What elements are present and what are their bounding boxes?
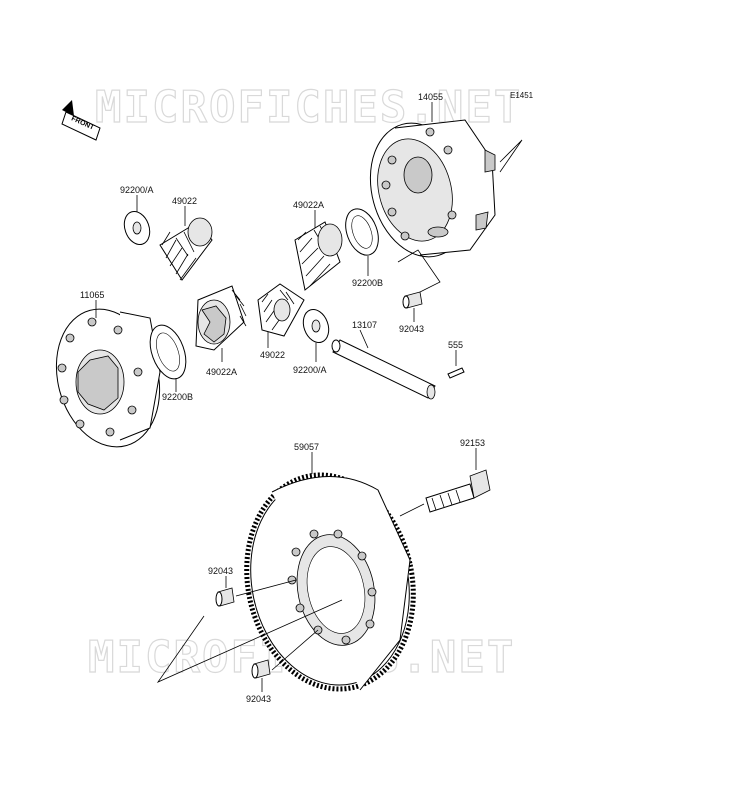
dowel-pin-bottom[interactable] [251,659,271,679]
dowel-pin-top[interactable] [402,291,423,309]
pinion-gear-right[interactable] [257,283,305,337]
label-pin: 555 [448,340,463,350]
label-dowel-mid: 92043 [208,566,233,576]
label-pinion-right: 49022 [260,350,285,360]
cross-shaft[interactable] [331,339,436,400]
label-shaft: 13107 [352,320,377,330]
label-dowel-top: 92043 [399,324,424,334]
label-washer-b-left: 92200B [162,392,193,402]
ring-gear-bolt[interactable] [425,469,491,513]
ring-gear[interactable] [227,459,432,704]
spring-pin[interactable] [447,367,465,379]
washer-mid[interactable] [299,306,333,346]
dowel-pin-mid[interactable] [215,587,235,607]
label-side-gear-left: 49022A [206,367,237,377]
label-dowel-bottom: 92043 [246,694,271,704]
label-washer-b-right: 92200B [352,278,383,288]
label-side-gear-right: 49022A [293,200,324,210]
label-ring-gear: 59057 [294,442,319,452]
washer-b-right[interactable] [340,204,385,259]
washer-top-left[interactable] [120,208,154,248]
right-case[interactable] [356,112,496,268]
label-case-right: 14055 [418,92,443,102]
label-washer-top-left: 92200/A [120,185,154,195]
label-washer-mid: 92200/A [293,365,327,375]
left-case[interactable] [42,297,175,458]
washer-b-left[interactable] [143,320,192,384]
diagram-code: E1451 [510,91,534,100]
pinion-gear-left[interactable] [159,217,213,281]
side-gear-right[interactable] [294,221,343,291]
label-case-left: 11065 [80,290,104,300]
side-gear-left[interactable] [195,285,247,351]
label-bolt: 92153 [460,438,485,448]
label-pinion-left: 49022 [172,196,197,206]
